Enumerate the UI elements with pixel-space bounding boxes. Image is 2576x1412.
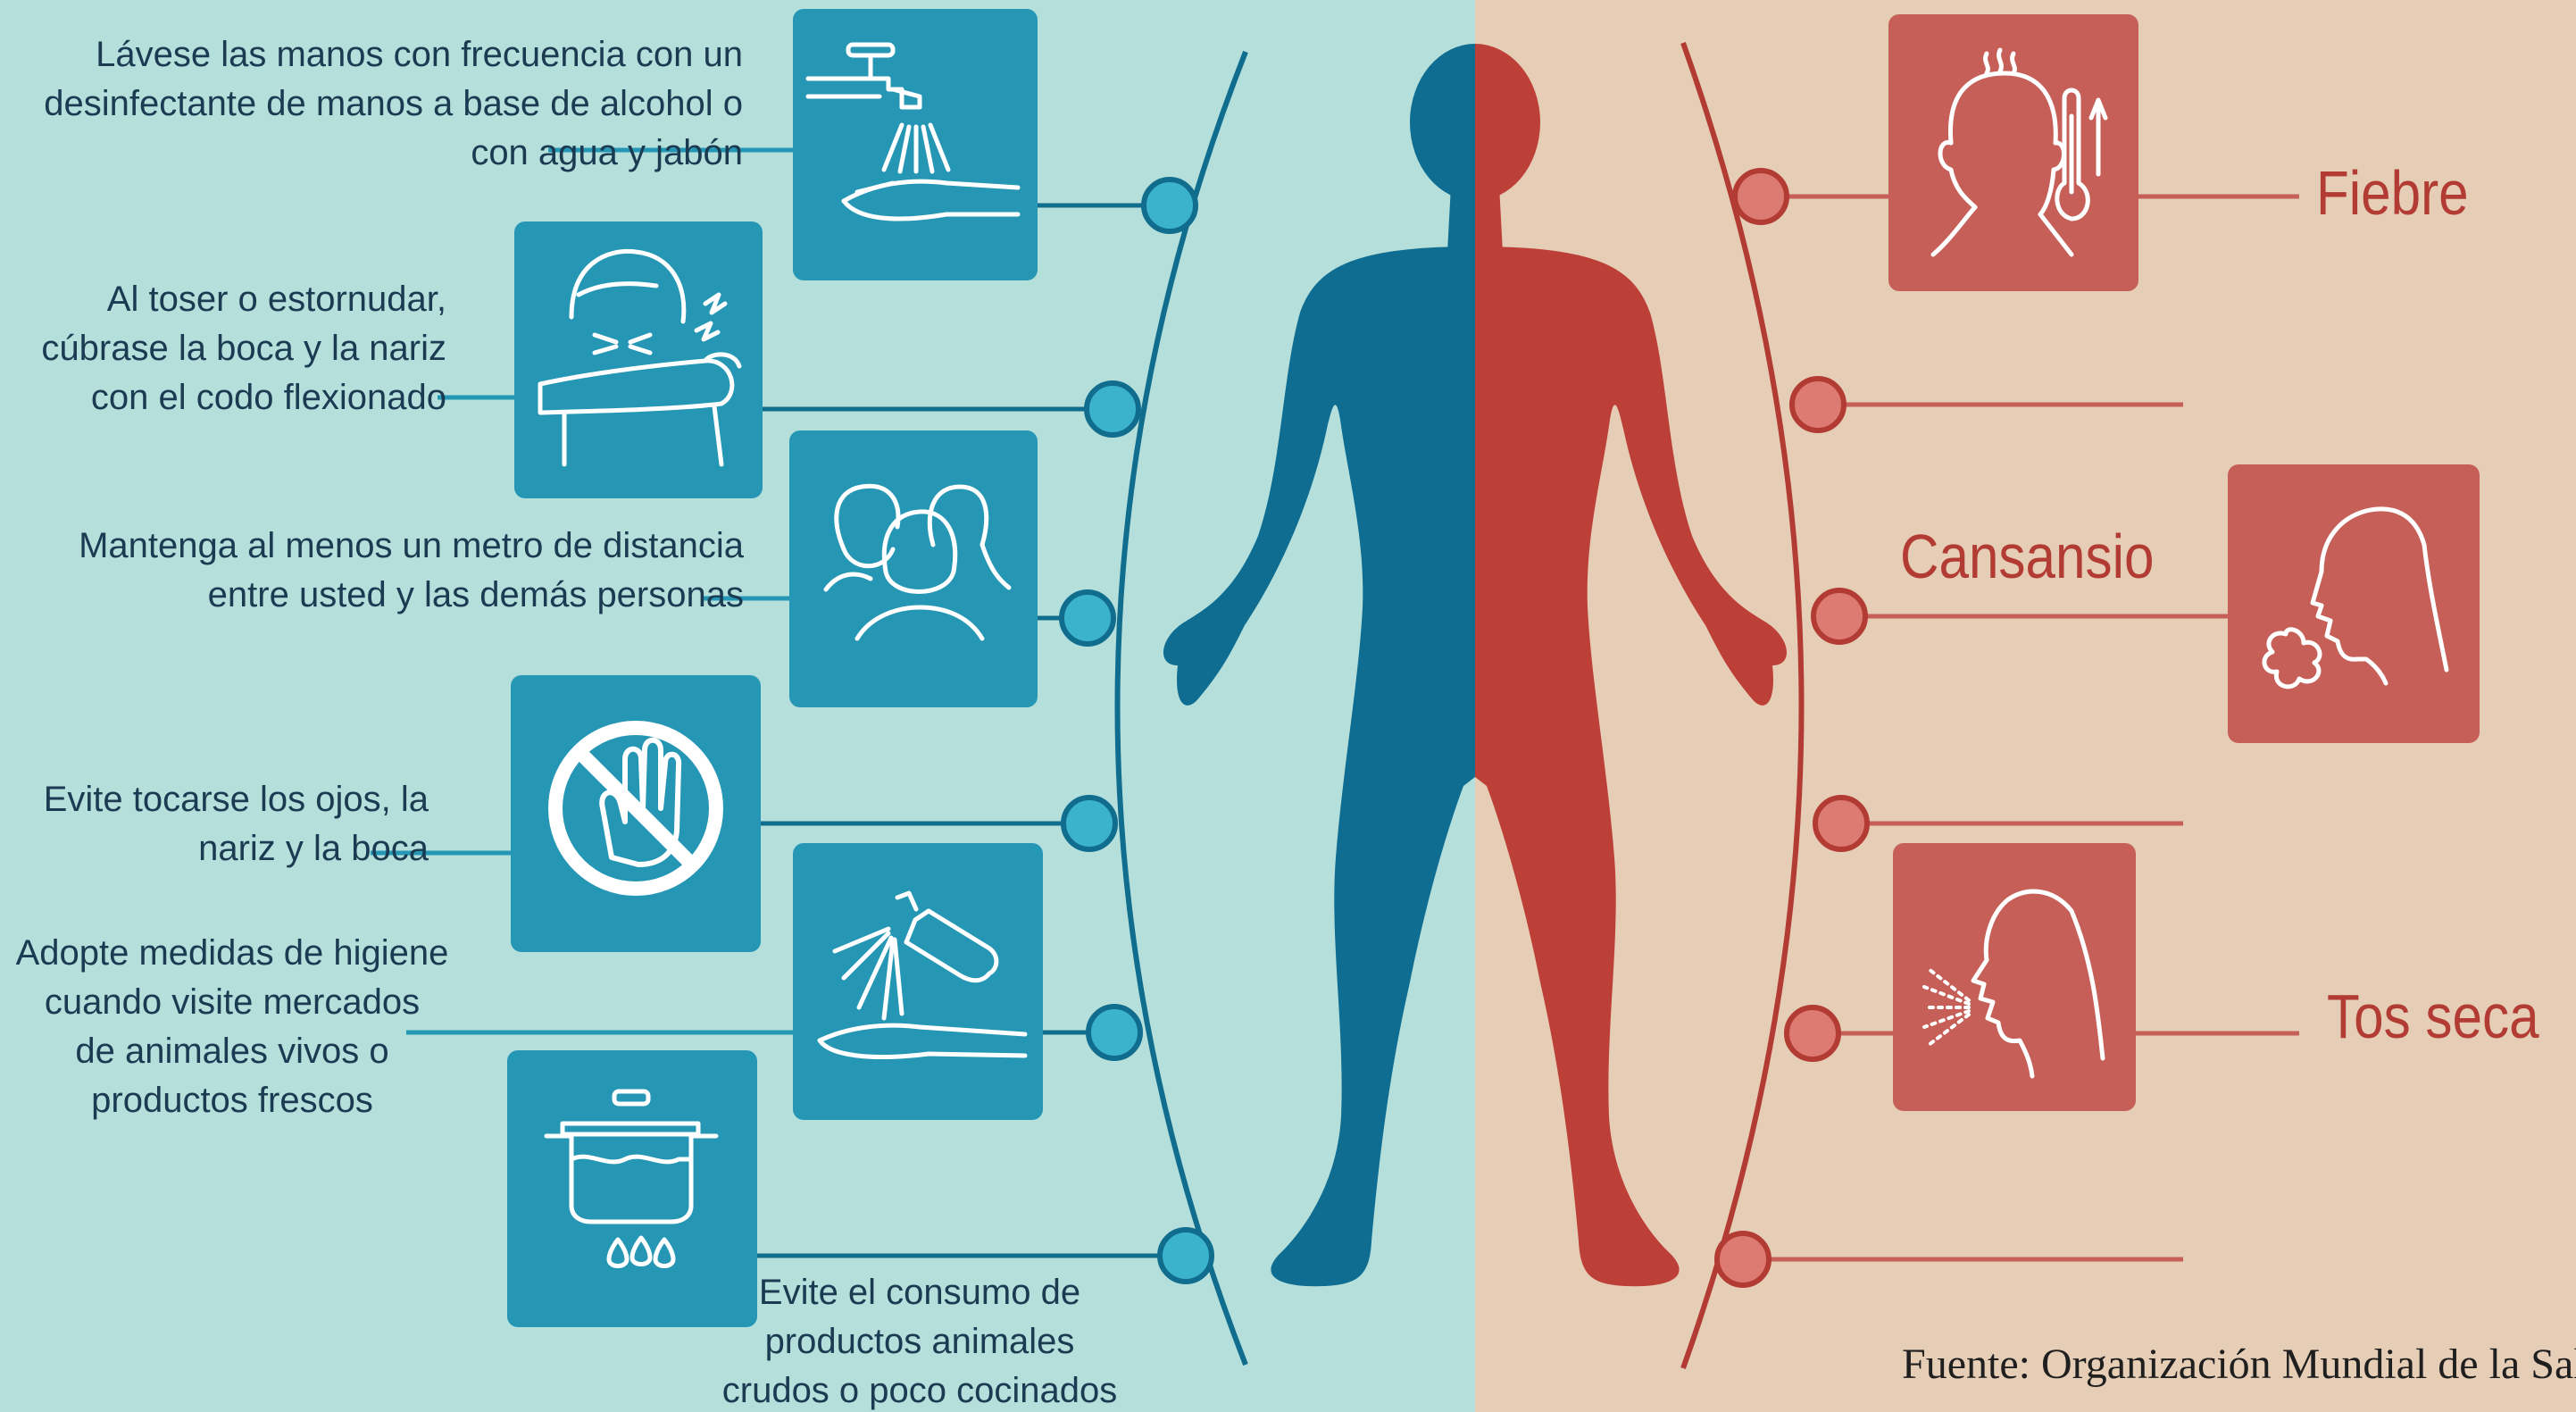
fever-thermometer-icon [1930,47,2108,257]
source-credit: Fuente: Organización Mundial de la Salud [1902,1341,2576,1388]
tile-sneeze-elbow [514,221,763,498]
cooking-pot-icon [544,1089,719,1268]
tip-people-distance-text: Mantenga al menos un metro de distancia … [79,526,744,614]
tile-hand-sanitizer [793,843,1043,1120]
symptom-fatigue-label: Cansansio [1900,522,2155,591]
tip-hand-sanitizer-text: Adopte medidas de higiene cuando visite … [15,933,449,1120]
dry-cough-icon [1922,889,2105,1079]
tile-fatigue [2228,464,2480,743]
hand-sanitizer-icon [817,890,1028,1059]
tile-fever [1888,14,2138,291]
tip-no-touch-face-text: Evite tocarse los ojos, la nariz y la bo… [43,780,429,868]
symptom-dry-cough-label: Tos seca [2327,982,2539,1051]
tile-cooking-pot [507,1050,757,1327]
symptom-fever-label: Fiebre [2316,158,2469,228]
fatigue-breath-icon [2262,506,2449,689]
prevention-arc [1114,50,1248,1366]
tile-people-distance [789,430,1038,707]
tip-sneeze-elbow-text: Al toser o estornudar, cúbrase la boca y… [41,280,446,417]
tile-dry-cough [1893,843,2136,1111]
tip-cooking-pot-text: Evite el consumo de productos animales c… [721,1273,1118,1410]
hand-washing-icon [805,42,1021,221]
no-touch-face-icon [548,721,723,896]
people-distance-icon [823,483,1012,641]
symptoms-arc [1680,41,1805,1370]
tip-hand-washing-text: Lávese las manos con frecuencia con un d… [44,35,743,172]
sneeze-elbow-icon [538,248,742,467]
